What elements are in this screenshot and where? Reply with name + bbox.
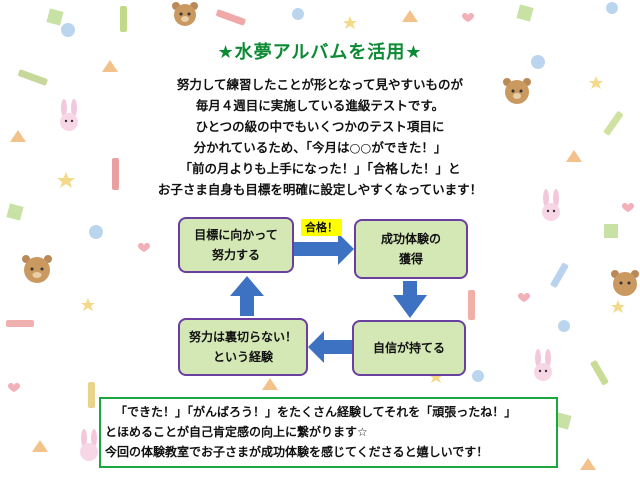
star-icon — [81, 298, 95, 311]
crayon-icon — [590, 360, 609, 386]
crayon-icon — [18, 69, 48, 86]
effort-pays-box: 努力は裏切らない！ という経験 — [178, 318, 308, 376]
ball-icon — [606, 2, 618, 14]
intro-line: 毎月４週目に実施している進級テストです。 — [195, 98, 445, 113]
ball-icon — [292, 8, 304, 20]
heart-icon — [462, 13, 474, 22]
star-icon — [611, 300, 625, 313]
effort-pays-line1: 努力は裏切らない！ — [188, 330, 297, 344]
arrow-left-icon — [308, 331, 352, 363]
crayon-icon — [112, 158, 119, 190]
block-icon — [46, 8, 64, 26]
bunny-icon — [80, 429, 98, 461]
crayon-icon — [468, 290, 475, 320]
crayon-icon — [550, 262, 569, 288]
confidence-label: 自信が持てる — [372, 341, 445, 355]
ball-icon — [531, 55, 545, 69]
bear-icon — [611, 270, 639, 296]
star-icon — [589, 76, 603, 89]
intro-text: 努力して練習したことが形となって見やすいものが 毎月４週目に実施している進級テス… — [120, 74, 520, 200]
success-experience-line2: 獲得 — [398, 252, 423, 266]
intro-line: 努力して練習したことが形となって見やすいものが — [176, 77, 464, 92]
block-icon — [6, 203, 24, 221]
bear-icon — [172, 2, 198, 26]
star-icon — [343, 16, 357, 29]
ball-icon — [61, 23, 75, 37]
crayon-icon — [120, 6, 127, 32]
crayon-icon — [88, 382, 95, 408]
summary-line: とほめることが自己肯定感の向上に繋がります☆ — [105, 425, 368, 439]
confidence-box: 自信が持てる — [352, 320, 466, 376]
ball-icon — [472, 370, 484, 382]
triangle-icon — [32, 440, 48, 452]
bunny-icon — [542, 189, 560, 221]
arrow-right-icon — [294, 233, 354, 265]
goal-effort-line1: 目標に向かって — [194, 228, 278, 242]
triangle-icon — [580, 458, 596, 470]
crayon-icon — [216, 9, 246, 26]
page-title: ★水夢アルバムを活用★ — [217, 42, 423, 63]
bunny-icon — [60, 99, 78, 131]
effort-pays-line2: という経験 — [212, 350, 273, 364]
triangle-icon — [10, 130, 26, 142]
ball-icon — [89, 225, 103, 239]
bear-icon — [22, 255, 52, 283]
pass-badge: 合格！ — [301, 219, 342, 236]
goal-effort-box: 目標に向かって 努力する — [178, 217, 294, 273]
block-icon — [554, 412, 572, 430]
summary-line: 「できた！」「がんばろう！」をたくさん経験してそれを「頑張ったね！」 — [115, 405, 517, 419]
success-experience-line1: 成功体験の — [380, 232, 441, 246]
heart-icon — [518, 293, 530, 302]
intro-line: ひとつの級の中でもいくつかのテスト項目に — [195, 119, 445, 134]
intro-line: 分かれているため、「今月は○○ができた！」 — [193, 140, 447, 155]
summary-box: 「できた！」「がんばろう！」をたくさん経験してそれを「頑張ったね！」 とほめるこ… — [99, 397, 558, 468]
block-icon — [516, 4, 534, 22]
star-icon — [429, 370, 443, 383]
arrow-down-icon — [393, 281, 427, 318]
heart-icon — [138, 243, 150, 252]
intro-line: 「前の月よりも上手になった！」「合格した！」と — [179, 161, 461, 176]
heart-icon — [622, 203, 634, 212]
star-icon — [57, 172, 75, 188]
summary-line: 今回の体験教室でお子さまが成功体験を感じてくださると嬉しいです！ — [105, 445, 489, 459]
success-experience-box: 成功体験の 獲得 — [354, 219, 468, 279]
crayon-icon — [603, 111, 623, 136]
crayon-icon — [6, 320, 34, 327]
heart-icon — [8, 383, 20, 392]
triangle-icon — [566, 150, 582, 162]
arrow-up-icon — [230, 276, 264, 316]
triangle-icon — [262, 378, 278, 390]
ball-icon — [558, 320, 570, 332]
bunny-icon — [534, 349, 552, 381]
goal-effort-line2: 努力する — [211, 248, 260, 262]
triangle-icon — [102, 60, 118, 72]
triangle-icon — [402, 10, 418, 22]
block-icon — [604, 224, 618, 238]
intro-line: お子さま自身も目標を明確に設定しやすくなっています！ — [157, 182, 483, 197]
bear-icon — [503, 78, 531, 104]
